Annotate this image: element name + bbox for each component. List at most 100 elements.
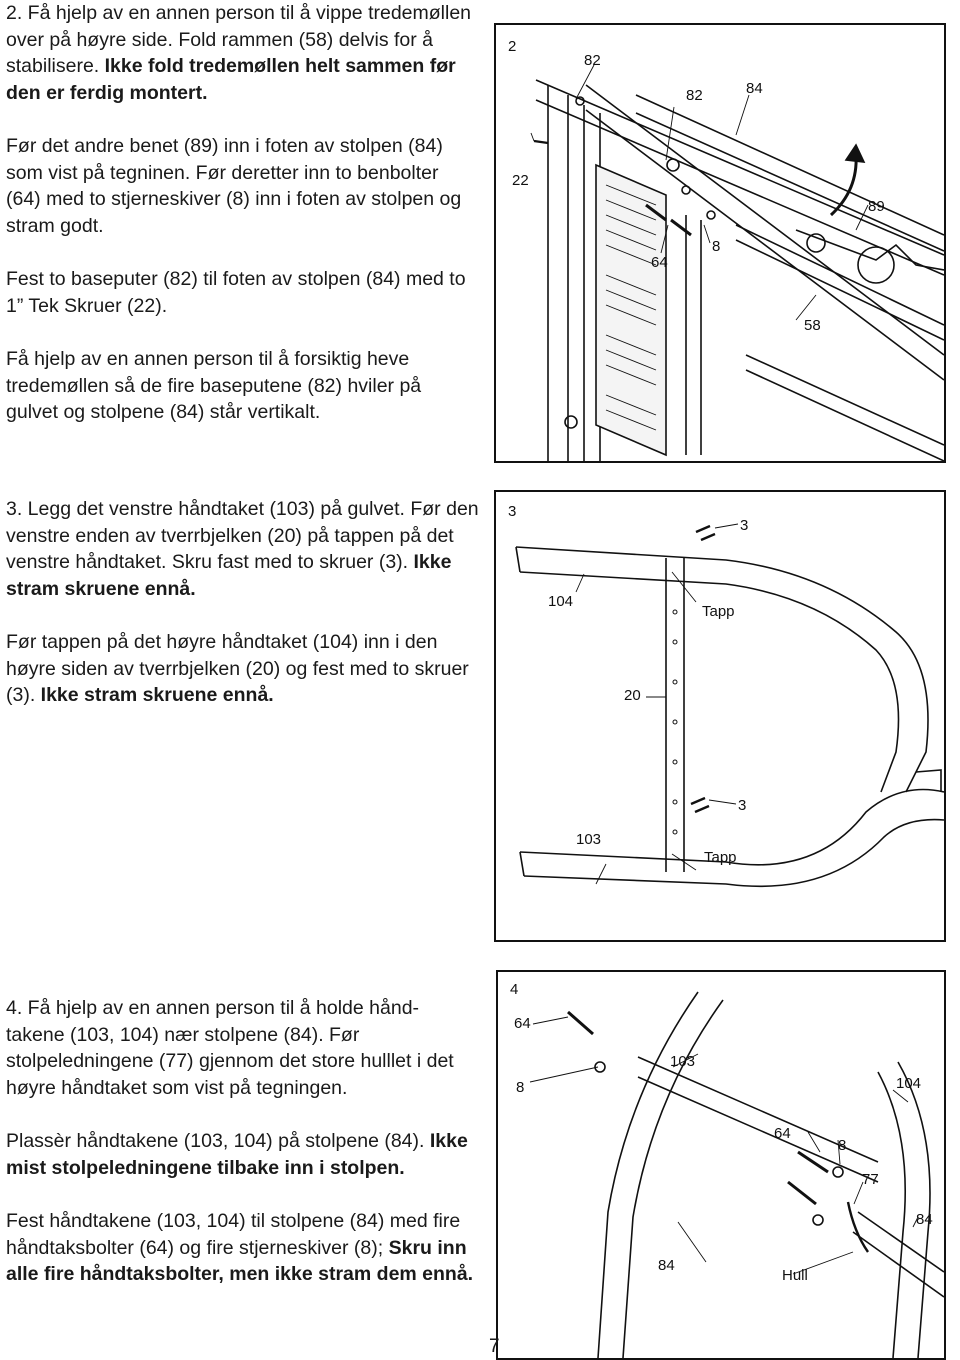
handle-104-top xyxy=(515,546,929,793)
rotate-arrow-head xyxy=(844,143,866,163)
figure-step2: 2 82 82 84 22 89 64 8 58 xyxy=(494,23,946,463)
screws-3-bottom xyxy=(690,796,710,814)
fig2-label-82b: 82 xyxy=(686,87,703,104)
vent-slots xyxy=(605,184,657,431)
washer-8-right-b xyxy=(812,1214,824,1226)
step2-para4: Få hjelp av en annen person til å forsik… xyxy=(6,348,422,423)
step2-para1-warning: Ikke fold tredemøllen helt sammen før de… xyxy=(6,55,456,104)
bolt-64-right xyxy=(797,1150,829,1174)
frame-rail-left xyxy=(547,85,569,461)
handle-104-inner xyxy=(877,1071,907,1358)
washer-8-left xyxy=(594,1061,606,1073)
fig4-label-64a: 64 xyxy=(514,1015,531,1032)
fig3-label-tapp2: Tapp xyxy=(704,849,737,866)
fig4-label-77: 77 xyxy=(862,1171,879,1188)
post-84 xyxy=(585,84,944,381)
fig2-label-82a: 82 xyxy=(584,52,601,69)
bolt-64-right-b xyxy=(787,1180,817,1206)
fig3-label-103: 103 xyxy=(576,831,601,848)
frame-cross xyxy=(735,224,944,341)
fig2-label-84: 84 xyxy=(746,80,763,97)
handle-104-end xyxy=(515,546,521,573)
washer-8-right xyxy=(832,1166,844,1178)
leader-lines xyxy=(529,1016,919,1275)
page-number: 7 xyxy=(489,1336,500,1357)
post-84-left xyxy=(637,1056,879,1183)
handle-104-bottom xyxy=(519,571,900,793)
crossbar-holes xyxy=(672,609,678,835)
fig3-step-number: 3 xyxy=(508,503,516,520)
step4-text: 4. Få hjelp av en annen person til å hol… xyxy=(6,995,476,1288)
frame-lower xyxy=(745,354,944,461)
crossbar-20 xyxy=(665,558,685,872)
step4-para2: Plassèr håndtakene (103, 104) på stolpen… xyxy=(6,1130,425,1152)
pad-82c xyxy=(564,415,578,429)
fig3-label-tapp1: Tapp xyxy=(702,603,735,620)
figure-step4: 4 64 8 103 104 64 8 77 84 84 Hull xyxy=(496,970,946,1360)
fig2-label-8: 8 xyxy=(712,238,720,255)
step3-text: 3. Legg det venstre håndtaket (103) på g… xyxy=(6,496,481,709)
leg-89 xyxy=(795,229,944,271)
fig3-label-104: 104 xyxy=(548,593,573,610)
post-84-right xyxy=(852,1211,944,1298)
fig2-label-89: 89 xyxy=(868,198,885,215)
screws-3-top xyxy=(695,524,716,542)
screw-22 xyxy=(533,139,549,145)
fig4-label-103: 103 xyxy=(670,1053,695,1070)
step2-para1: 2. Få hjelp av en annen person til å vip… xyxy=(6,2,472,77)
handle-103-top xyxy=(519,788,944,866)
figure-step3: 3 3 104 Tapp 20 3 103 Tapp xyxy=(494,490,946,942)
step4-para1: 4. Få hjelp av en annen person til å hol… xyxy=(6,997,454,1099)
fig3-label-3b: 3 xyxy=(738,797,746,814)
frame-upright xyxy=(685,215,702,455)
bolt-64-left xyxy=(567,1010,594,1036)
washer-8b xyxy=(706,210,716,220)
motor-cover xyxy=(595,163,667,457)
fig4-label-8b: 8 xyxy=(838,1137,846,1154)
figure-step4-drawing: 4 64 8 103 104 64 8 77 84 84 Hull xyxy=(510,981,944,1358)
pad-82a xyxy=(575,96,585,106)
fig4-step-number: 4 xyxy=(510,981,518,998)
pad-82b xyxy=(666,158,680,172)
leader-lines xyxy=(575,523,739,885)
bolt-64a xyxy=(645,203,667,222)
post-wires-77 xyxy=(846,1201,869,1253)
handle-103-bottom xyxy=(523,818,944,888)
step2-para2: Før det andre benet (89) inn i foten av … xyxy=(6,135,462,237)
fig4-label-104: 104 xyxy=(896,1075,921,1092)
fig2-step-number: 2 xyxy=(508,38,516,55)
fig3-label-20: 20 xyxy=(624,687,641,704)
fig4-label-hull: Hull xyxy=(782,1267,808,1284)
washer-8 xyxy=(681,185,691,195)
figure-step2-drawing: 2 82 82 84 22 89 64 8 58 xyxy=(508,38,944,461)
fig4-label-84a: 84 xyxy=(916,1211,933,1228)
handle-104-outer xyxy=(897,1061,931,1358)
step2-para3: Fest to baseputer (82) til foten av stol… xyxy=(6,268,466,317)
fig2-label-64: 64 xyxy=(651,254,668,271)
step3-para2: Før tappen på det høyre håndtaket (104) … xyxy=(6,631,469,706)
leader-lines xyxy=(530,64,869,321)
bolt-64b xyxy=(670,218,692,237)
step4-para3-warning: Skru inn alle fire håndtaksbolter, men i… xyxy=(6,1236,474,1286)
frame-top-bar xyxy=(535,79,944,276)
step4-para2-warning: Ikke mist stolpeledningene tilbake inn i… xyxy=(6,1130,468,1179)
fig3-label-3a: 3 xyxy=(740,517,748,534)
step4-para3: Fest håndtakene (103, 104) til stolpene … xyxy=(6,1210,461,1259)
step3-para1: 3. Legg det venstre håndtaket (103) på g… xyxy=(6,498,479,573)
figure-step3-drawing: 3 3 104 Tapp 20 3 103 Tapp xyxy=(508,503,944,888)
fig2-label-58: 58 xyxy=(804,317,821,334)
handle-103-stub xyxy=(915,769,942,792)
step3-para2-warning: Ikke stram skruene ennå. xyxy=(40,684,274,706)
handle-103-end xyxy=(519,851,525,877)
frame-top-bar-2 xyxy=(635,94,944,252)
step2-text: 2. Få hjelp av en annen person til å vip… xyxy=(6,0,476,426)
handle-103-inner xyxy=(622,999,724,1358)
wheel xyxy=(857,246,895,284)
wheel-hub xyxy=(806,233,826,253)
fig4-label-8a: 8 xyxy=(516,1079,524,1096)
fig2-label-22: 22 xyxy=(512,172,529,189)
fig4-label-64b: 64 xyxy=(774,1125,791,1142)
fig4-label-84b: 84 xyxy=(658,1257,675,1274)
handle-103-outer xyxy=(597,991,699,1358)
step3-para1-warning: Ikke stram skruene ennå. xyxy=(6,551,452,600)
